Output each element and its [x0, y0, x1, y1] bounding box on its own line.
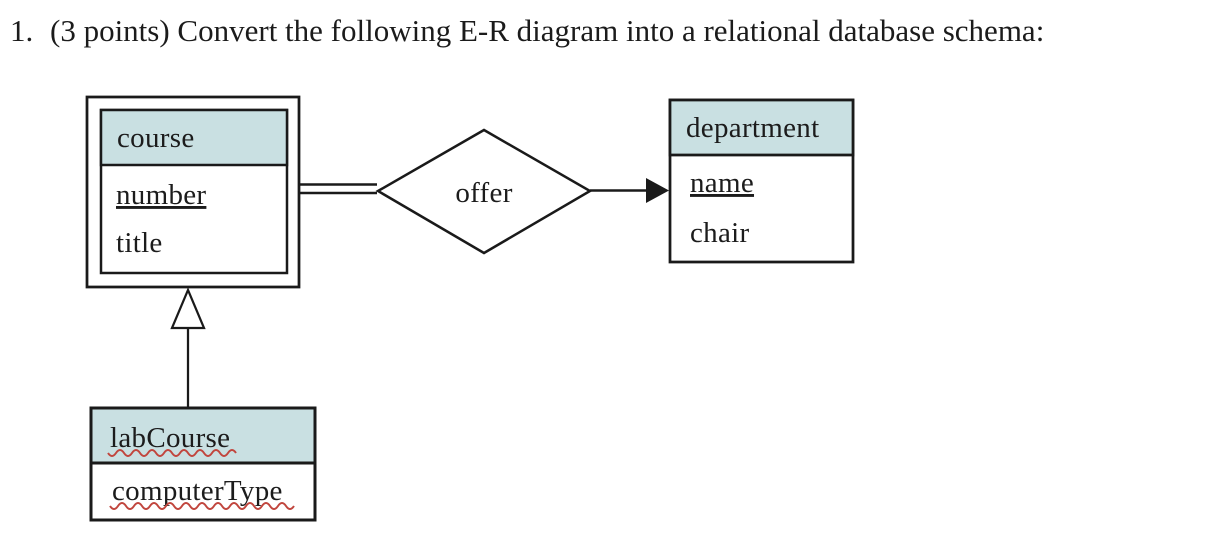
question-line: 1. (3 points) Convert the following E-R …	[10, 13, 1044, 49]
course-key-attribute: number	[116, 179, 206, 211]
course-header	[99, 108, 289, 167]
labcourse-title: labCourse	[110, 422, 230, 454]
isa-connector	[170, 287, 206, 407]
offer-label: offer	[455, 177, 512, 209]
course-offer-double-line	[298, 183, 377, 195]
department-title: department	[686, 112, 819, 144]
course-attribute: title	[116, 227, 163, 259]
offer-department-arrow	[590, 178, 669, 203]
department-key-attribute: name	[690, 167, 754, 199]
labcourse-header	[89, 406, 317, 465]
question-text: (3 points) Convert the following E-R dia…	[50, 13, 1045, 48]
isa-triangle-icon	[170, 287, 206, 330]
labcourse-attribute: computerType	[112, 475, 283, 507]
offer-relationship: offer	[375, 128, 593, 255]
question-number: 1.	[10, 13, 34, 48]
labcourse-spellcheck-squiggle	[107, 449, 237, 457]
course-entity: course number title	[85, 95, 301, 289]
course-title: course	[117, 122, 195, 154]
computertype-spellcheck-squiggle	[109, 502, 295, 510]
department-entity: department name chair	[668, 98, 855, 264]
arrowhead-icon	[646, 178, 669, 203]
labcourse-entity: labCourse computerType	[89, 406, 317, 522]
department-attribute: chair	[690, 217, 750, 249]
department-header	[668, 98, 855, 157]
